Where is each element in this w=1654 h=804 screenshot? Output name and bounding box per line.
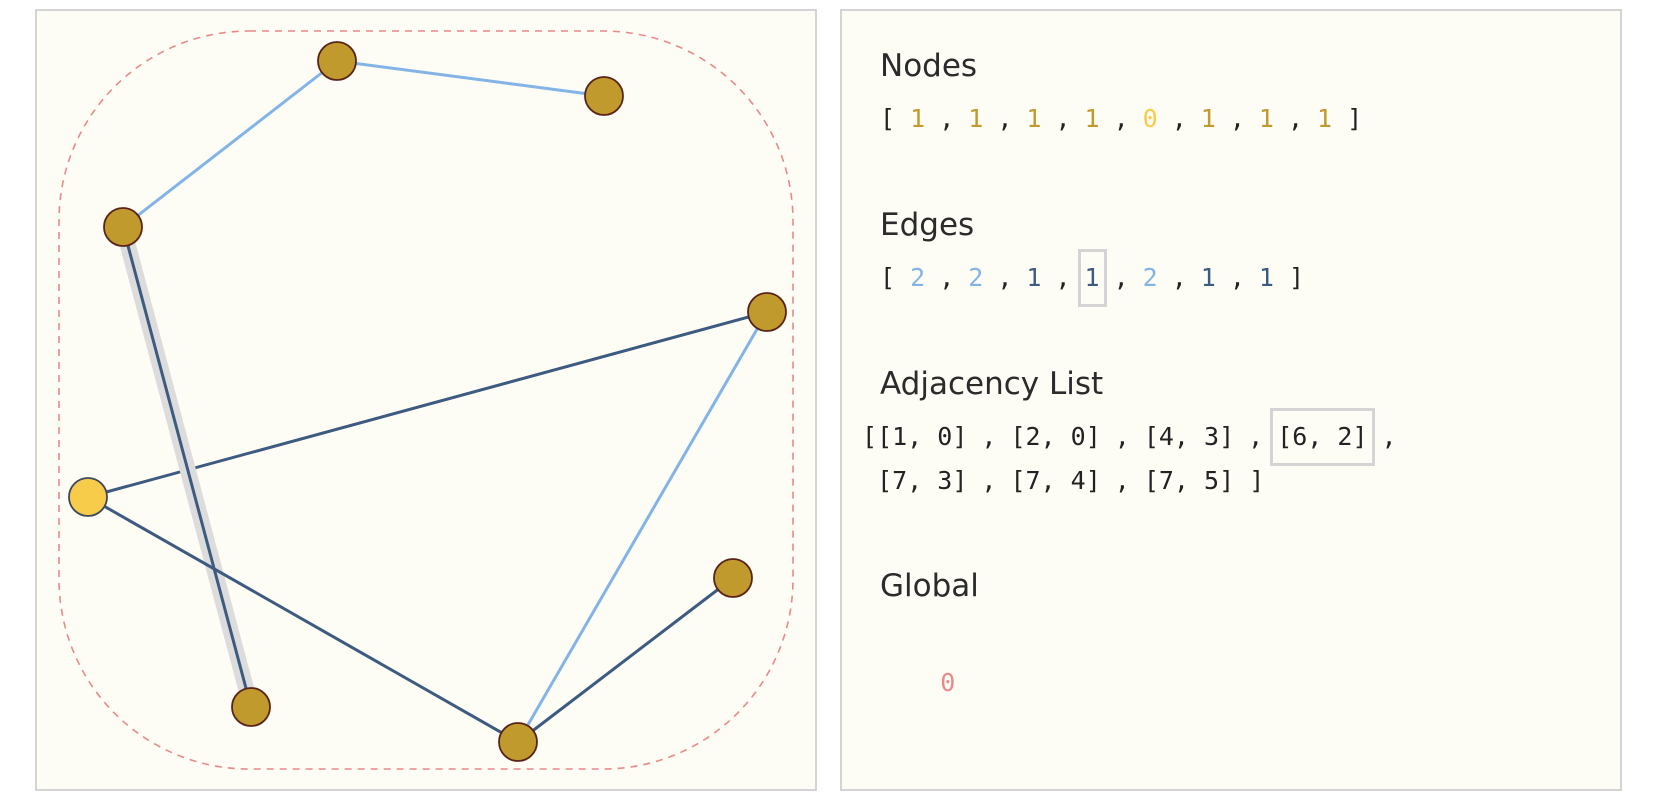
adjacency-pair: [6, 2] — [1270, 408, 1375, 466]
node-separator: , — [997, 104, 1013, 133]
node-1[interactable] — [584, 76, 624, 116]
adjacency-separator: , — [1248, 422, 1264, 451]
edges-layer — [87, 59, 769, 744]
adjacency-pair: [7, 3] — [877, 466, 968, 495]
node-open-bracket: [ — [880, 104, 896, 133]
node-value: 1 — [1200, 104, 1216, 133]
node-2[interactable] — [103, 207, 143, 247]
edge-value: 1 — [1200, 263, 1216, 292]
edges-title: Edges — [880, 207, 975, 243]
graph-canvas — [58, 30, 794, 770]
adjacency-separator: , — [981, 422, 997, 451]
adjacency-close-bracket: ] — [1249, 466, 1265, 495]
nodes-layer — [68, 41, 787, 762]
edge-separator: , — [1171, 263, 1187, 292]
edge-value: 2 — [1142, 263, 1158, 292]
node-value: 1 — [1084, 104, 1100, 133]
edge-7-4[interactable] — [87, 495, 519, 744]
node-value: 1 — [1258, 104, 1274, 133]
node-4[interactable] — [68, 477, 108, 517]
adjacency-pair: [2, 0] — [1010, 422, 1101, 451]
edge-7-5[interactable] — [517, 576, 734, 744]
node-value: 1 — [1317, 104, 1333, 133]
node-0[interactable] — [317, 41, 357, 81]
adjacency-open-bracket: [ — [862, 422, 878, 451]
node-value: 1 — [1026, 104, 1042, 133]
edges-array: [ 2,2,1,1,2,1,1 ] — [880, 249, 1305, 307]
node-separator: , — [1229, 104, 1245, 133]
adjacency-separator: , — [1114, 466, 1130, 495]
adjacency-separator: , — [1381, 422, 1397, 451]
node-separator: , — [1055, 104, 1071, 133]
node-separator: , — [1171, 104, 1187, 133]
edge-value: 1 — [1026, 263, 1042, 292]
node-separator: , — [1287, 104, 1303, 133]
global-value: 0 — [940, 668, 956, 697]
edge-separator: , — [939, 263, 955, 292]
edge-4-3[interactable] — [87, 310, 768, 499]
edge-2-0[interactable] — [122, 59, 338, 229]
edge-open-bracket: [ — [880, 263, 896, 292]
global-boundary — [58, 30, 794, 770]
edge-value: 1 — [1258, 263, 1274, 292]
adjacency-separator: , — [981, 466, 997, 495]
edge-close-bracket: ] — [1289, 263, 1305, 292]
edge-value: 2 — [968, 263, 984, 292]
global-value-row: 0 — [880, 617, 955, 749]
node-5[interactable] — [713, 558, 753, 598]
edge-separator: , — [997, 263, 1013, 292]
edge-separator: , — [1229, 263, 1245, 292]
node-close-bracket: ] — [1347, 104, 1363, 133]
node-7[interactable] — [498, 722, 538, 762]
node-3[interactable] — [747, 292, 787, 332]
edge-separator: , — [1055, 263, 1071, 292]
info-panel: Nodes [ 1,1,1,1,0,1,1,1 ] Edges [ 2,2,1,… — [840, 9, 1622, 791]
nodes-title: Nodes — [880, 48, 978, 84]
adjacency-pair: [7, 4] — [1010, 466, 1101, 495]
node-value: 1 — [910, 104, 926, 133]
edge-value: 1 — [1077, 249, 1107, 307]
adjacency-pair: [1, 0] — [877, 422, 968, 451]
adjacency-pair: [4, 3] — [1143, 422, 1235, 451]
global-title: Global — [880, 568, 979, 604]
node-value: 0 — [1142, 104, 1158, 133]
graph-panel — [35, 9, 817, 791]
edge-value: 2 — [910, 263, 926, 292]
nodes-array: [ 1, 1, 1, 1, 0, 1, 1, 1 ] — [880, 97, 1362, 141]
adjacency-separator: , — [1114, 422, 1130, 451]
edge-1-0[interactable] — [336, 59, 605, 98]
node-6[interactable] — [231, 687, 271, 727]
node-separator: , — [1113, 104, 1129, 133]
node-separator: , — [939, 104, 955, 133]
adjacency-array: [[1, 0],[2, 0],[4, 3],[6, 2], [7, 3],[7,… — [862, 408, 1411, 503]
node-value: 1 — [968, 104, 984, 133]
adjacency-title: Adjacency List — [880, 366, 1104, 402]
adjacency-pair: [7, 5] — [1143, 466, 1235, 495]
edge-6-2[interactable] — [121, 226, 253, 708]
edge-separator: , — [1113, 263, 1129, 292]
edge-7-3[interactable] — [516, 311, 769, 743]
